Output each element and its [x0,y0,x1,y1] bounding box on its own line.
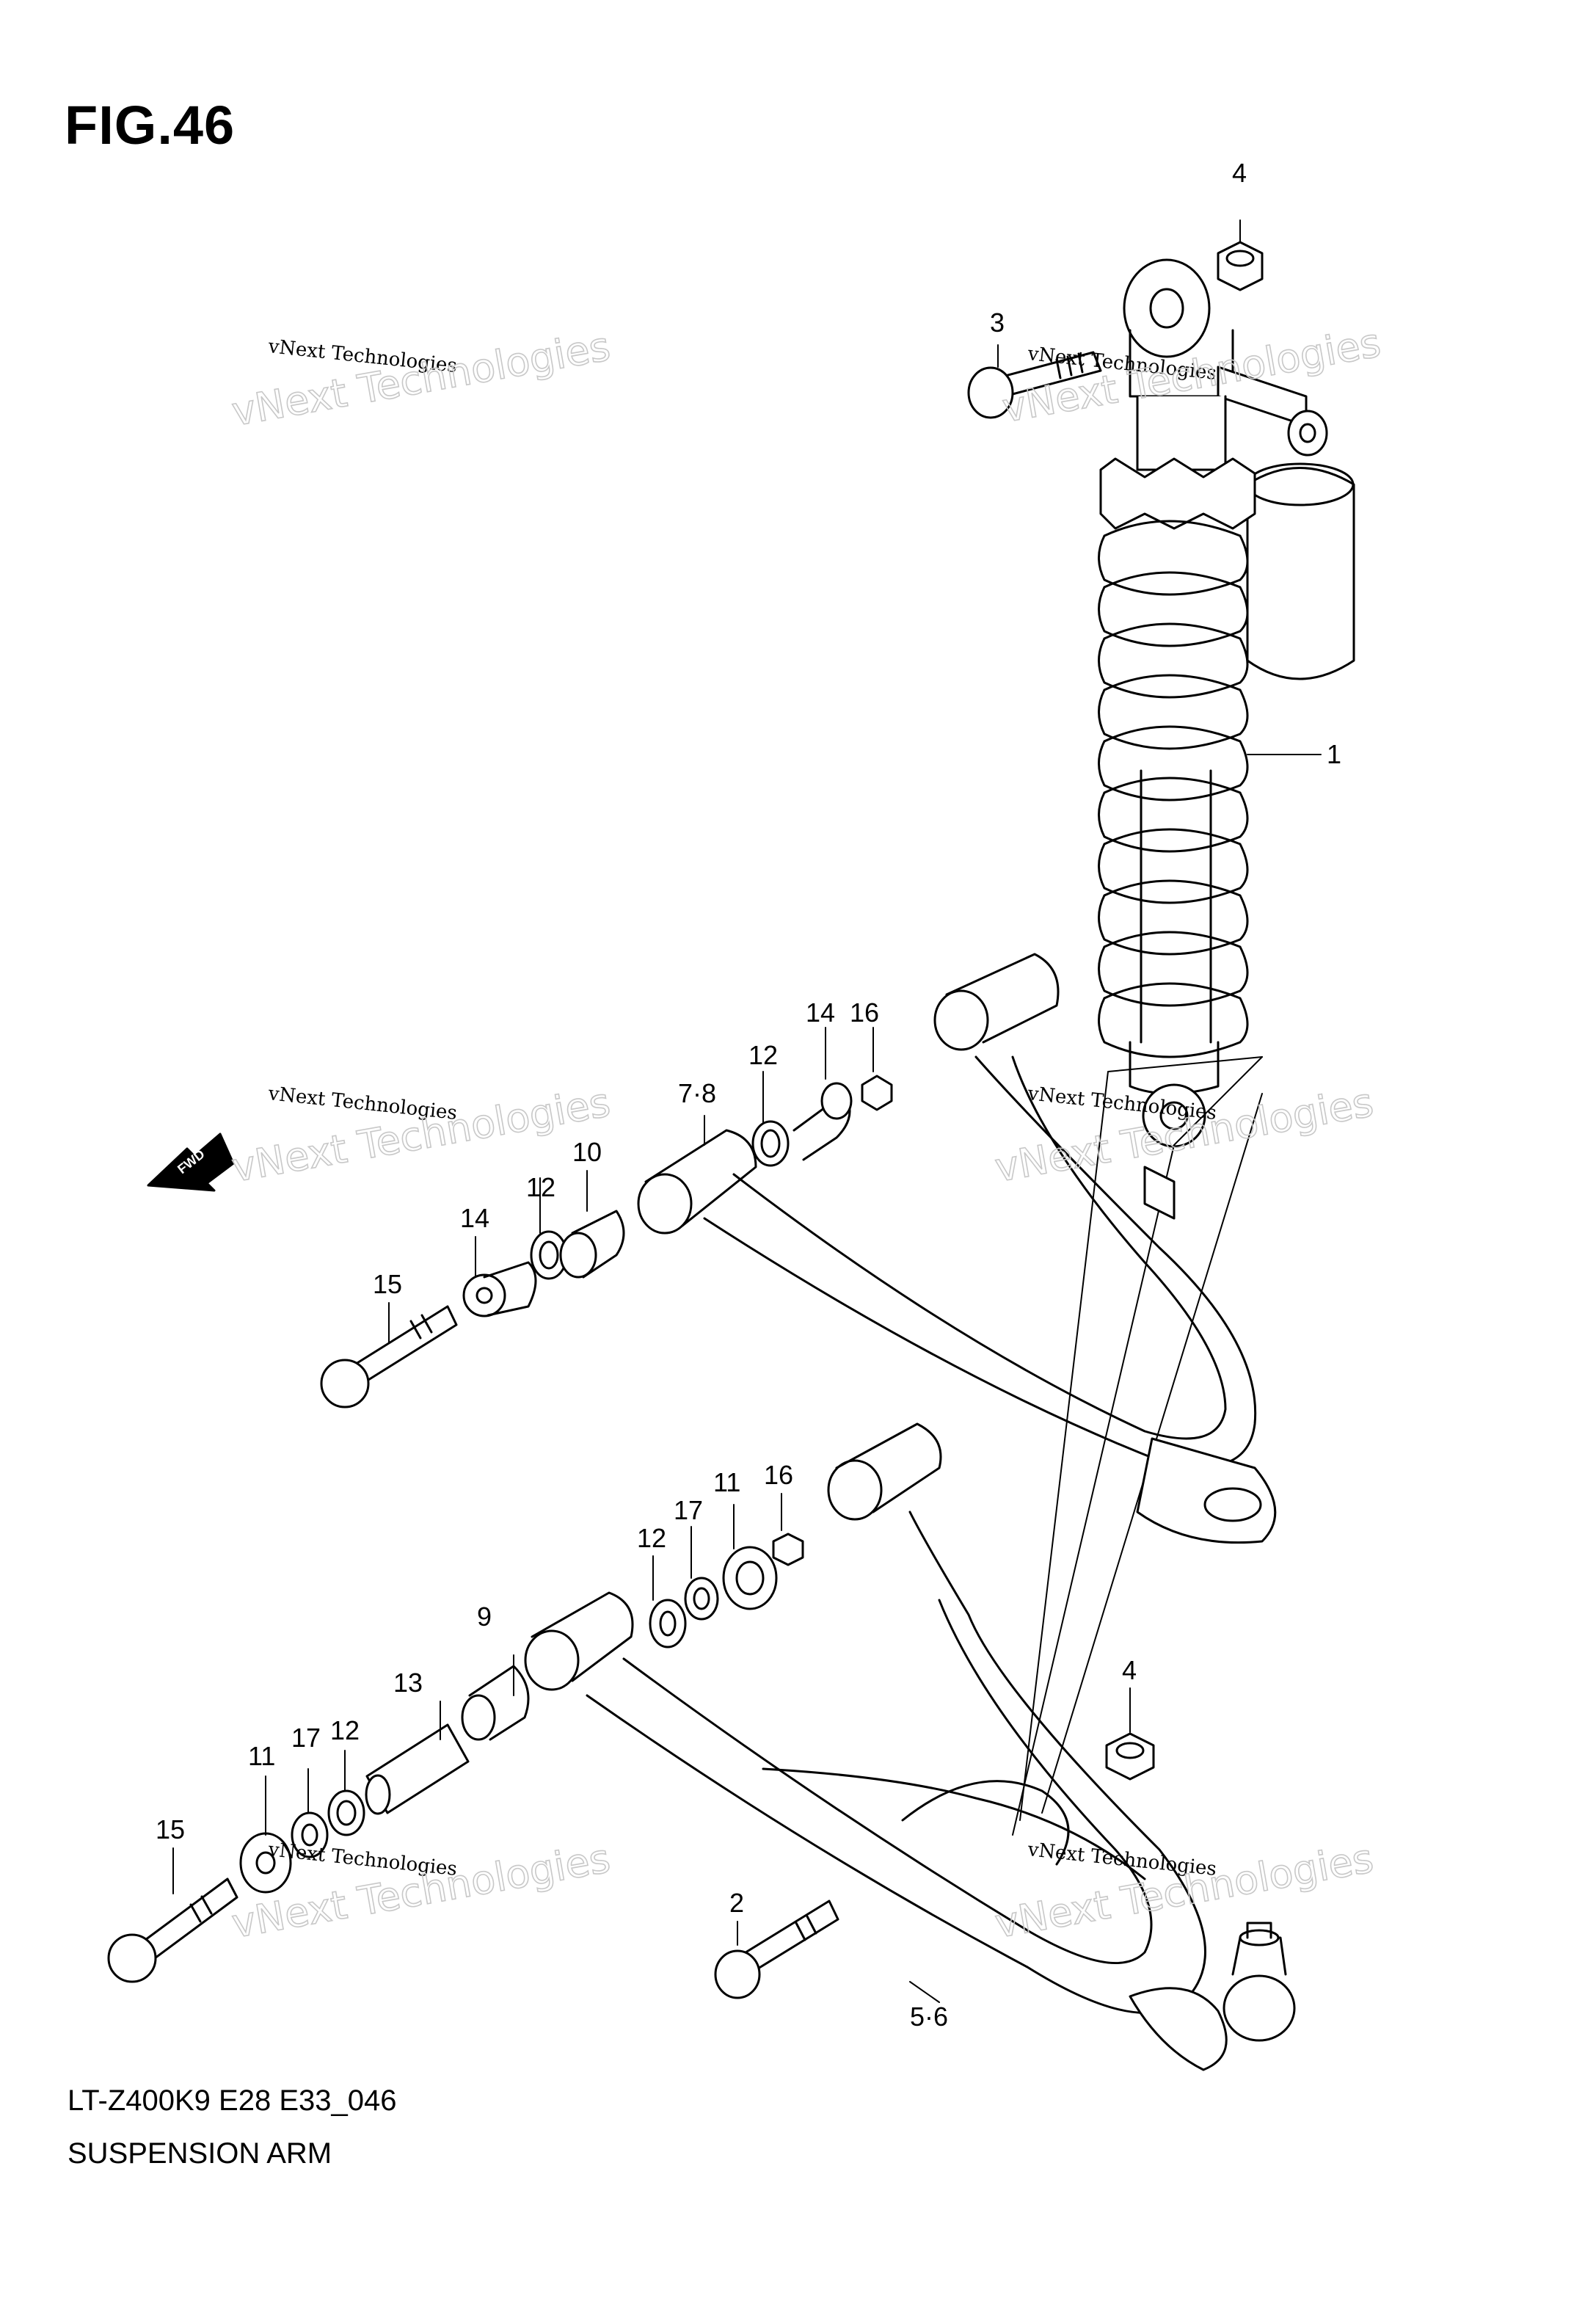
fwd-direction-badge [147,1133,235,1192]
callout-4-top: 4 [1232,158,1247,188]
model-code: LT-Z400K9 E28 E33_046 [68,2084,397,2117]
callout-4-lower: 4 [1122,1655,1137,1685]
callout-17-left: 17 [291,1723,321,1753]
callout-1: 1 [1327,739,1341,769]
callout-2: 2 [729,1888,744,1918]
callout-12-upper-left: 12 [526,1172,555,1202]
callout-12-lower-left: 12 [330,1715,360,1745]
callout-15-lower: 15 [156,1814,185,1844]
callout-11-right: 11 [713,1467,740,1497]
callout-11-left: 11 [248,1741,275,1771]
callout-7-8: 7·8 [678,1078,716,1108]
lower-arm [524,1422,1296,2071]
bolt-3 [967,351,1102,419]
nut-4-lower [1105,1732,1155,1781]
figure-title: FIG.46 [65,95,236,156]
upper-arm [637,953,1277,1544]
callout-9: 9 [477,1602,492,1632]
lower-arm-hardware [107,1533,804,1983]
bolt-2 [714,1900,839,1999]
callout-12-lower-right: 12 [637,1523,666,1553]
callout-17-right: 17 [674,1495,703,1525]
callout-leaders [172,219,1322,2003]
callout-14-upper: 14 [806,997,835,1028]
watermarks: vNext Technologies vNext Technologies vN… [228,319,1385,1947]
callout-numbers: 4 3 1 16 14 12 7·8 10 12 14 15 16 11 17 … [156,158,1341,2032]
callout-12-upper-right: 12 [748,1040,778,1070]
callout-10: 10 [572,1137,602,1167]
diagram-name: SUSPENSION ARM [68,2137,332,2170]
callout-16-lower: 16 [764,1460,793,1490]
upper-arm-hardware [320,1075,893,1408]
nut-4-top [1217,241,1264,291]
callout-14-lower: 14 [460,1203,489,1233]
callout-13: 13 [393,1668,423,1698]
callout-3: 3 [990,308,1005,338]
callout-15-upper: 15 [373,1269,402,1299]
callout-5-6: 5·6 [910,2002,948,2032]
shock-absorber [1098,258,1355,1148]
callout-16-upper: 16 [850,997,879,1028]
